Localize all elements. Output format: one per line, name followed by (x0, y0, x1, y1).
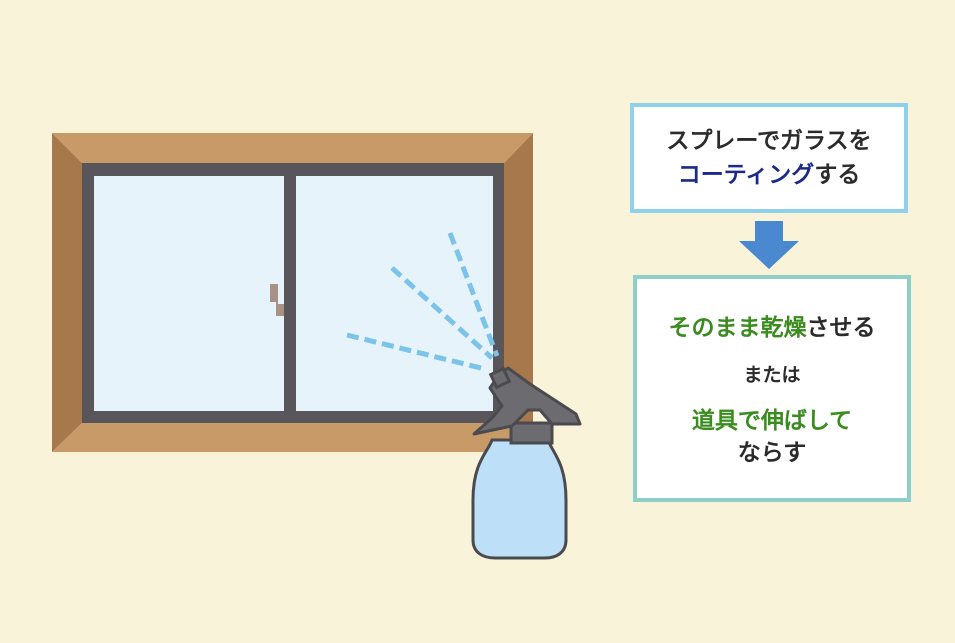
down-arrow-icon (739, 221, 799, 269)
step2-box: そのまま乾燥させる または 道具で伸ばして ならす (633, 275, 911, 502)
glass-right (296, 176, 493, 411)
step2-option1-highlight: そのまま乾燥 (668, 315, 807, 341)
step2-connector: または (743, 364, 801, 386)
step1-box: スプレーでガラスを コーティングする (630, 103, 908, 213)
spray-mist-icon (346, 232, 500, 372)
bottle-body (471, 438, 568, 560)
mist-line (447, 232, 500, 357)
step2-option1-rest: させる (806, 315, 876, 341)
step1-line1: スプレーでガラスを (666, 128, 872, 154)
frame-bottom (52, 423, 533, 452)
glass-left (94, 176, 284, 411)
step1-highlight: コーティング (677, 162, 815, 188)
mist-line (390, 266, 494, 360)
mist-line (346, 332, 486, 372)
window-icon (52, 133, 533, 452)
spray-bottle-icon (471, 366, 582, 560)
step2-option2-highlight: 道具で伸ばして (691, 408, 853, 434)
frame-left (52, 133, 82, 452)
step2-option1: そのまま乾燥させる (669, 308, 876, 342)
bottle-neck (509, 421, 554, 445)
step1-line2: コーティングする (678, 158, 861, 192)
window-lock (270, 284, 284, 316)
step1-line2-rest: する (814, 162, 861, 188)
nozzle (488, 366, 512, 390)
step2-option2-rest: ならす (737, 440, 807, 466)
frame-top (52, 133, 533, 163)
